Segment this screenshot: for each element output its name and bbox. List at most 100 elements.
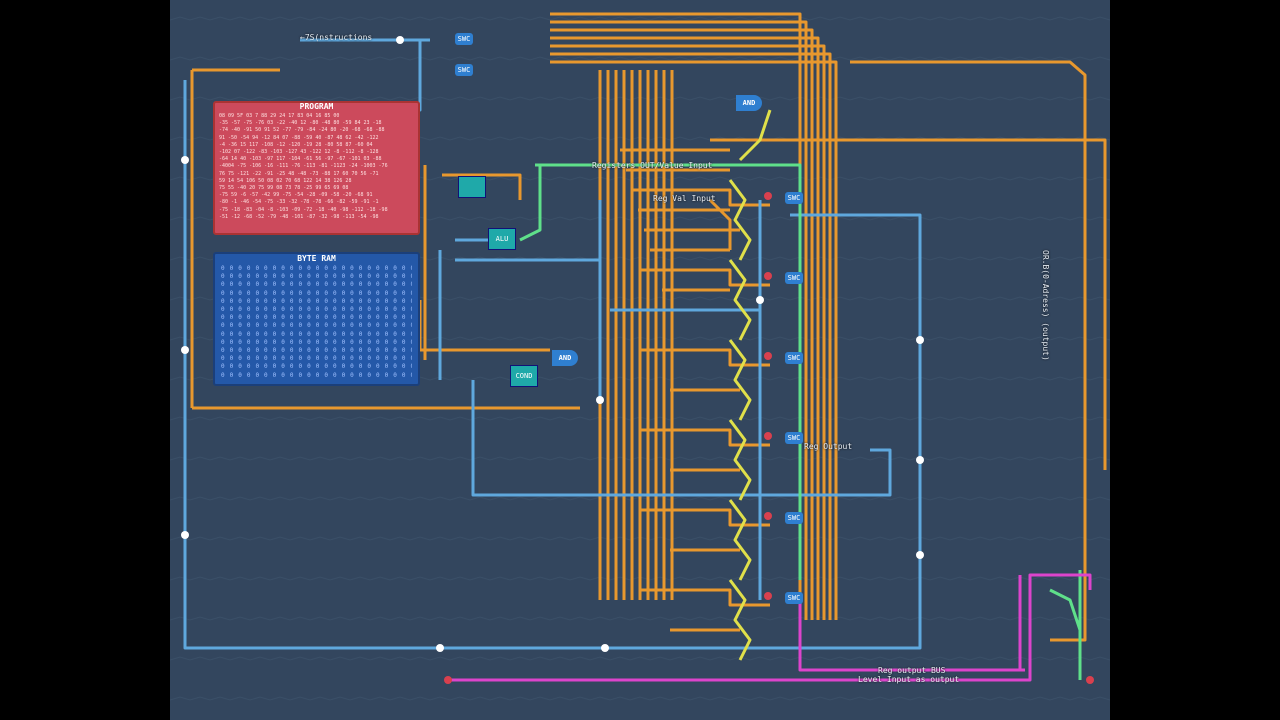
pin	[756, 296, 764, 304]
top-swc-1[interactable]: SWC	[455, 33, 473, 45]
reg-output-bus-label: Reg output BUS	[878, 666, 946, 675]
wire	[640, 268, 770, 287]
program-values: 08 09 5F 03 7 88 29 24 17 83 04 16 85 00…	[219, 113, 414, 230]
pin	[764, 352, 772, 360]
pin	[596, 396, 604, 404]
wire	[640, 428, 770, 447]
program-row: -80 -1 -46 -54 -75 -33 -32 -78 -78 -66 -…	[219, 199, 379, 206]
program-row: 76 75 -121 -22 -91 -25 48 -48 -73 -88 17…	[219, 170, 379, 177]
wire	[418, 300, 550, 352]
pin	[436, 644, 444, 652]
pin	[916, 456, 924, 464]
decoder-block[interactable]	[458, 176, 486, 198]
pin	[444, 676, 452, 684]
register-swc-3[interactable]: SWC	[785, 352, 803, 364]
circuit-board[interactable]: ←7S(nstructions PROGRAM 08 09 5F 03 7 88…	[170, 0, 1110, 720]
wire	[640, 588, 770, 607]
ram-row: 000000000000000000000000	[221, 371, 412, 379]
pin	[764, 192, 772, 200]
wire	[798, 600, 1025, 672]
program-row: -64 14 40 -103 -97 117 -104 -61 56 -97 -…	[219, 156, 382, 163]
registers-input-label: Registers OUT/Value Input	[592, 161, 713, 170]
wire	[450, 573, 1092, 682]
program-row: -75 -18 -83 -04 -8 -103 -09 -72 -18 -40 …	[219, 206, 388, 213]
ram-row: 000000000000000000000000	[221, 281, 412, 289]
wire	[738, 109, 772, 162]
pin	[1086, 676, 1094, 684]
pin	[181, 346, 189, 354]
program-row: 08 09 5F 03 7 88 29 24 17 83 04 16 85 00	[219, 113, 340, 119]
program-row: -4004 -75 -106 -16 -111 -76 -113 -81 -11…	[219, 163, 388, 170]
and-gate-bottom[interactable]: AND	[552, 350, 578, 366]
pin	[916, 336, 924, 344]
register-swc-6[interactable]: SWC	[785, 592, 803, 604]
wire	[550, 20, 808, 620]
wire	[550, 52, 832, 620]
program-row: -4 -36 15 117 -108 -12 -120 -19 28 -80 5…	[219, 141, 373, 148]
pin	[764, 432, 772, 440]
program-row: -51 -12 -68 -52 -79 -48 -101 -87 -32 -98…	[219, 213, 379, 220]
wire	[519, 165, 542, 242]
wire	[185, 213, 922, 650]
ram-row: 000000000000000000000000	[221, 306, 412, 314]
alu-block[interactable]: ALU	[488, 228, 516, 250]
top-swc-2[interactable]: SWC	[455, 64, 473, 76]
ram-row: 000000000000000000000000	[221, 330, 412, 338]
wire	[640, 508, 770, 527]
ram-row: 000000000000000000000000	[221, 355, 412, 363]
register-swc-2[interactable]: SWC	[785, 272, 803, 284]
register-swc-4[interactable]: SWC	[785, 432, 803, 444]
pin	[764, 272, 772, 280]
reg-val-input-label: Reg Val Input	[653, 194, 716, 203]
wire	[728, 339, 752, 421]
ram-row: 000000000000000000000000	[221, 363, 412, 371]
program-row: -74 -40 -91 50 91 52 -77 -79 -84 -24 80 …	[219, 127, 385, 134]
register-swc-5[interactable]: SWC	[785, 512, 803, 524]
ram-row: 000000000000000000000000	[221, 322, 412, 330]
wire	[471, 380, 892, 497]
wire	[442, 173, 522, 200]
pin	[181, 156, 189, 164]
wire	[728, 579, 752, 661]
ram-row: 000000000000000000000000	[221, 347, 412, 355]
program-row: 59 14 54 106 50 08 02 70 68 122 14 38 12…	[219, 177, 352, 184]
pin	[181, 531, 189, 539]
ram-row: 000000000000000000000000	[221, 314, 412, 322]
program-rom[interactable]: PROGRAM 08 09 5F 03 7 88 29 24 17 83 04 …	[213, 101, 420, 235]
pin	[396, 36, 404, 44]
program-row: -75 59 -6 -57 -42 99 -75 -54 -28 -09 -58…	[219, 192, 373, 199]
program-row: 75 55 -40 20 75 99 08 73 78 -25 99 65 69…	[219, 185, 349, 192]
ram-row: 000000000000000000000000	[221, 338, 412, 346]
pin	[764, 512, 772, 520]
program-row: -102 07 -122 -83 -103 -127 43 -122 12 -8…	[219, 149, 379, 156]
pin	[601, 644, 609, 652]
wire	[728, 499, 752, 581]
level-input-label: Level Input as output	[858, 675, 960, 684]
ram-row: 000000000000000000000000	[221, 297, 412, 305]
right-vertical-label: OR.B(0-Adress) (output)	[1041, 250, 1050, 361]
reg-output-label: Reg Output	[804, 442, 853, 451]
wire	[455, 258, 602, 320]
wire	[708, 198, 732, 250]
wire	[728, 179, 752, 261]
program-row: -35 -57 -75 -76 03 -22 -40 12 -80 -48 80…	[219, 120, 382, 127]
wire	[710, 138, 1107, 470]
ram-title: BYTE RAM	[297, 254, 336, 263]
register-swc-1[interactable]: SWC	[785, 192, 803, 204]
cond-block[interactable]: COND	[510, 365, 538, 387]
wire	[728, 259, 752, 341]
wire	[640, 188, 770, 207]
instructions-label: ←7S(nstructions	[300, 33, 373, 42]
wire	[550, 44, 826, 620]
program-title: PROGRAM	[299, 102, 334, 111]
ram-row: 000000000000000000000000	[221, 265, 412, 272]
and-gate-top[interactable]: AND	[736, 95, 762, 111]
pin	[916, 551, 924, 559]
wire	[640, 348, 770, 367]
ram-row: 000000000000000000000000	[221, 289, 412, 297]
wire	[550, 28, 814, 620]
ram-row: 000000000000000000000000	[221, 273, 412, 281]
pin	[764, 592, 772, 600]
